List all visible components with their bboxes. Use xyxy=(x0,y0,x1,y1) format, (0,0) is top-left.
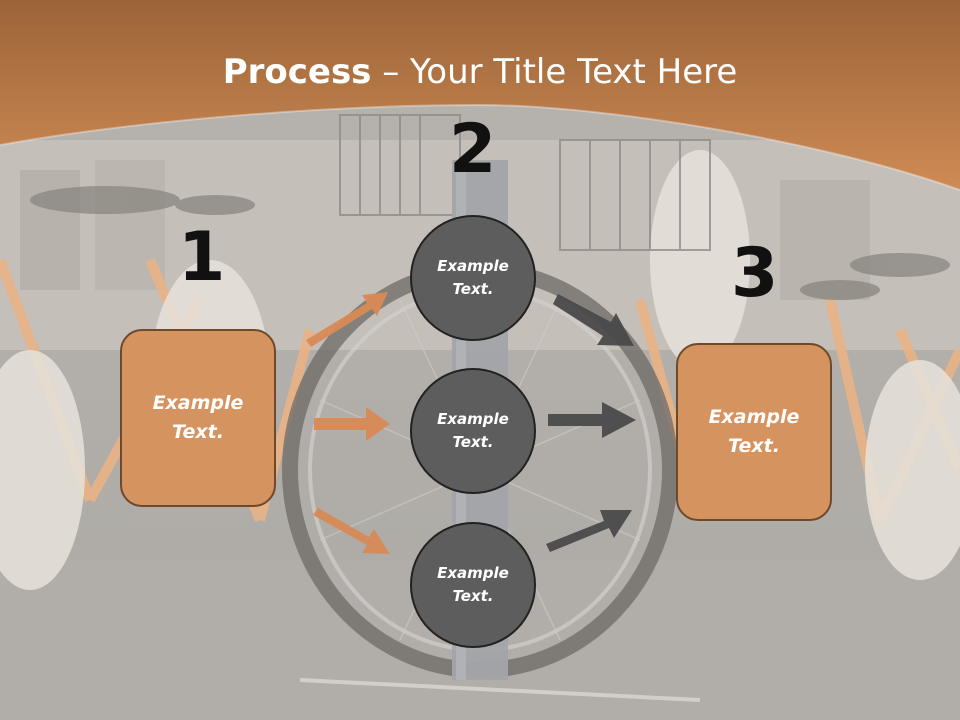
process-circle-bottom: Example Text. xyxy=(410,522,536,648)
left-text-box: Example Text. xyxy=(120,329,276,507)
step-number-1: 1 xyxy=(178,218,226,297)
step-number-2: 2 xyxy=(449,110,497,189)
title-rest: – Your Title Text Here xyxy=(371,52,738,92)
title-bold: Process xyxy=(222,52,372,92)
process-circle-middle: Example Text. xyxy=(410,368,536,494)
slide-title: Process – Your Title Text Here xyxy=(0,52,960,92)
process-circle-top: Example Text. xyxy=(410,215,536,341)
right-text-box: Example Text. xyxy=(676,343,832,521)
step-number-3: 3 xyxy=(731,234,779,313)
